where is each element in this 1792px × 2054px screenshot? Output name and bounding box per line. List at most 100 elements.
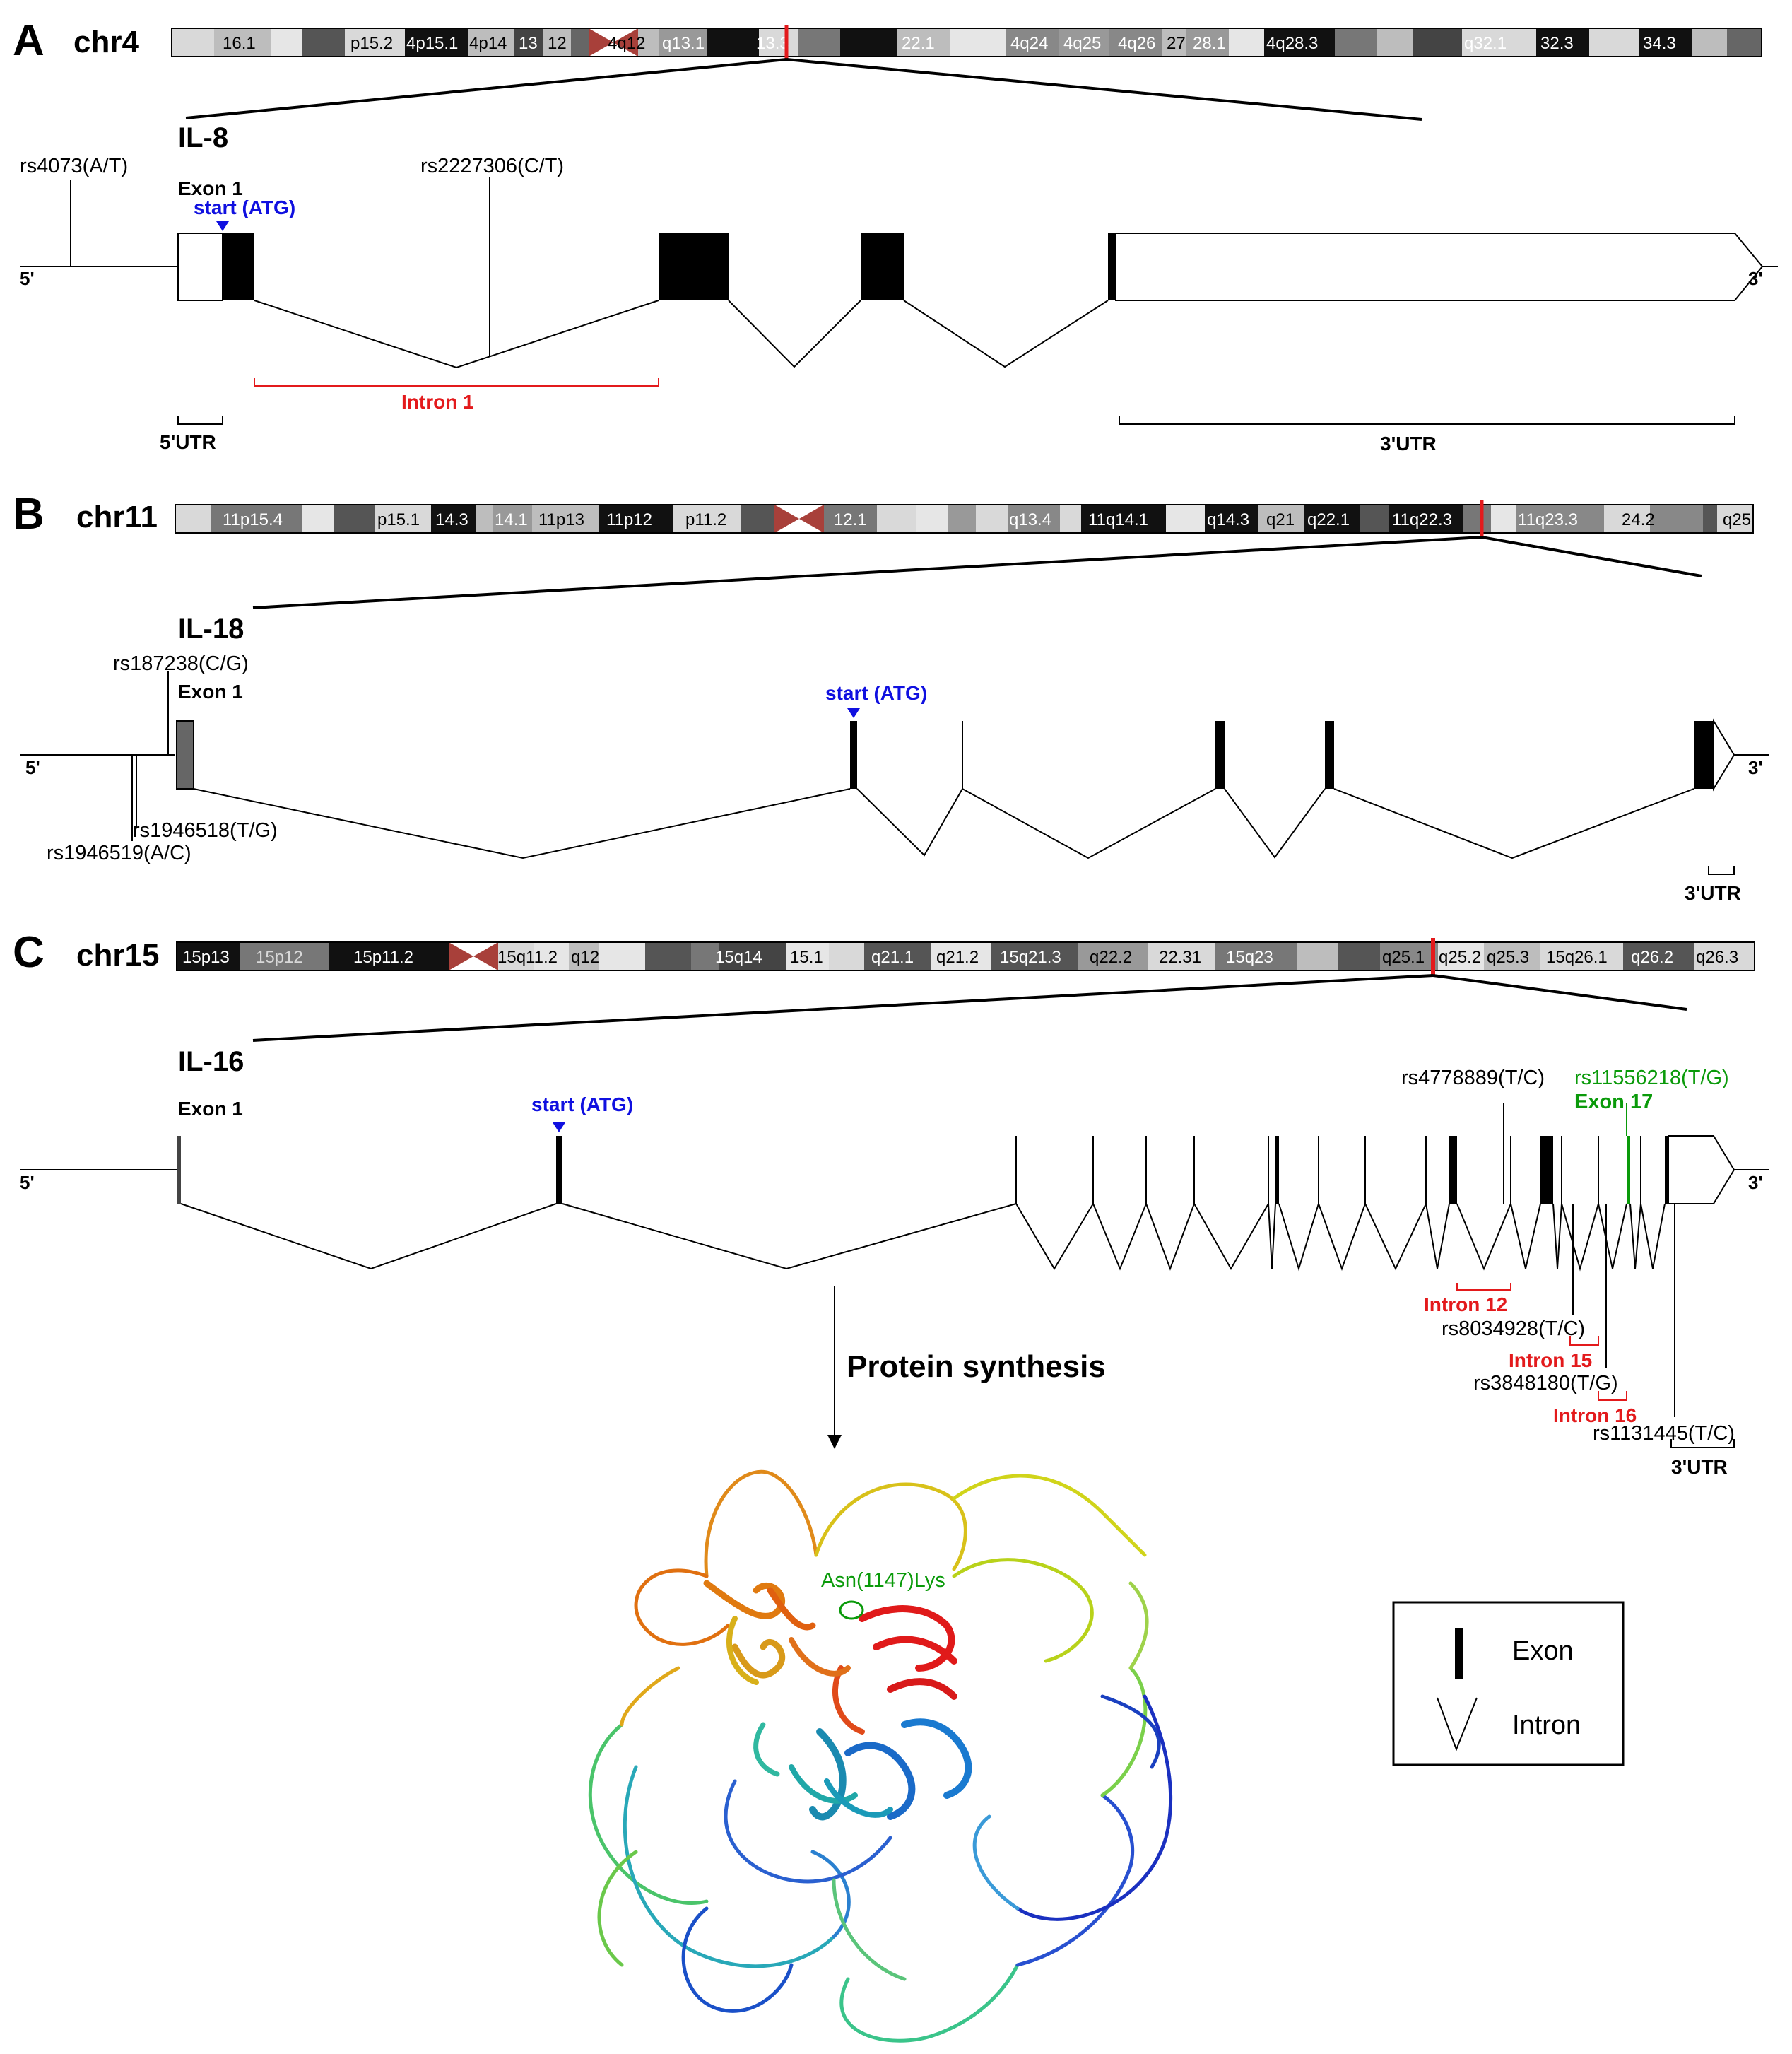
chr4-band: 32.3 xyxy=(1540,34,1574,53)
intron-line xyxy=(1333,788,1694,859)
chr4-band: 4q12 xyxy=(608,34,645,53)
start-codon-arrow xyxy=(847,708,860,718)
intron-line xyxy=(903,300,1109,368)
intron-line xyxy=(728,300,861,368)
chr15-band: 15q23 xyxy=(1226,948,1273,967)
legend: Exon Intron xyxy=(1392,1601,1625,1766)
chr11-band: q14.3 xyxy=(1207,510,1249,529)
chr4-band: 27 xyxy=(1167,34,1186,53)
exon-1-label: Exon 1 xyxy=(178,177,243,199)
chr4-band: q13.1 xyxy=(662,34,705,53)
mutation-site-marker xyxy=(839,1600,864,1620)
chr4-band: 4p14 xyxy=(469,34,507,53)
chr11-band: q22.1 xyxy=(1307,510,1350,529)
il18-exon-4 xyxy=(1215,721,1225,789)
chr11-band: 11p15.4 xyxy=(223,510,283,529)
5utr-label: 5'UTR xyxy=(160,431,216,453)
chr15-band: 15q26.1 xyxy=(1546,948,1608,967)
chr11-band: 11p13 xyxy=(538,510,584,529)
intron-line xyxy=(193,788,851,859)
intron-16-label: Intron 16 xyxy=(1553,1404,1637,1426)
il16-3utr-block xyxy=(1668,1135,1735,1204)
il8-exon-1 xyxy=(223,233,254,300)
panel-c-letter: C xyxy=(13,928,45,977)
chr4-band: 28.1 xyxy=(1193,34,1226,53)
chr4-band: 22.1 xyxy=(902,34,935,53)
zoom-line-left xyxy=(252,536,1482,609)
intron-16-bracket xyxy=(1598,1391,1627,1401)
chr11-band: 11q23.3 xyxy=(1518,510,1578,529)
chr15-band: q22.2 xyxy=(1090,948,1132,967)
chr11-band: p15.1 xyxy=(377,510,420,529)
intron-line xyxy=(962,788,1216,859)
il8-exon-2 xyxy=(659,233,729,300)
legend-intron-label: Intron xyxy=(1512,1710,1581,1740)
protein-section: Protein synthesis xyxy=(588,1286,1172,2043)
panel-b-letter: B xyxy=(13,490,45,539)
chr15-band: q26.2 xyxy=(1631,948,1673,967)
zoom-line-left xyxy=(185,58,787,119)
chr4-ideogram: 16.1 p15.2 4p15.1 4p14 13 12 4q12 q13.1 … xyxy=(171,25,1762,59)
chr4-band: 4q25 xyxy=(1063,34,1101,53)
zoom-line-right xyxy=(1432,974,1687,1011)
il8-3utr-block xyxy=(1115,233,1764,301)
il16-exon-17 xyxy=(1627,1136,1630,1204)
chr15-label: chr15 xyxy=(76,938,159,973)
chr4-band: 34.3 xyxy=(1643,34,1676,53)
chr4-band: 16.1 xyxy=(223,34,256,53)
il18-exon-2 xyxy=(850,721,857,789)
five-prime-label: 5' xyxy=(20,1172,35,1193)
chr11-band: 11q22.3 xyxy=(1392,510,1452,529)
il8-exon-4 xyxy=(1108,233,1116,300)
3utr-label: 3'UTR xyxy=(1685,882,1741,904)
chr15-band: q25.2 xyxy=(1439,948,1481,967)
snp-label: rs1131445(T/C) xyxy=(1593,1422,1735,1445)
intron-15-label: Intron 15 xyxy=(1509,1349,1592,1371)
il8-gene-structure xyxy=(20,177,1778,425)
zoom-line-right xyxy=(1481,536,1702,577)
3utr-label: 3'UTR xyxy=(1380,433,1437,454)
intron-line xyxy=(856,788,963,857)
intron-line xyxy=(1552,1203,1627,1272)
snp-label: rs187238(C/G) xyxy=(113,652,249,675)
5utr-bracket xyxy=(177,416,223,425)
il8-gene-label: IL-8 xyxy=(178,122,228,153)
chr15-band: 15.1 xyxy=(790,948,823,967)
chr11-band: 11p12 xyxy=(606,510,652,529)
chr11-label: chr11 xyxy=(76,500,158,534)
chr15-band: q25.3 xyxy=(1487,948,1529,967)
five-prime-label: 5' xyxy=(20,268,35,289)
intron-line xyxy=(1278,1201,1450,1272)
chr11-band: 12.1 xyxy=(834,510,867,529)
il8-5utr-block xyxy=(177,233,223,301)
intron-1-label: Intron 1 xyxy=(401,391,474,413)
panel-a-letter: A xyxy=(13,16,45,65)
protein-structure-image xyxy=(588,1469,1172,2043)
3utr-label: 3'UTR xyxy=(1671,1456,1728,1478)
chr15-band: 15p12 xyxy=(256,948,303,967)
chr15-ideogram: 15p13 15p12 15p11.2 15q11.2 q12 15q14 15… xyxy=(176,938,1755,975)
chr15-band: 15q21.3 xyxy=(1000,948,1061,967)
exon-1-label: Exon 1 xyxy=(178,681,243,703)
chr4-band: p15.2 xyxy=(350,34,393,53)
snp-label: rs2227306(C/T) xyxy=(420,155,564,177)
chr11-ideogram: 11p15.4 p15.1 14.3 14.1 11p13 11p12 p11.… xyxy=(175,500,1754,537)
il18-gene-label: IL-18 xyxy=(178,614,244,645)
chr11-band: 24.2 xyxy=(1622,510,1655,529)
exon-17-label: Exon 17 xyxy=(1574,1091,1653,1113)
mutation-label: Asn(1147)Lys xyxy=(821,1569,945,1592)
intron-line xyxy=(254,300,659,369)
start-codon-label: start (ATG) xyxy=(825,682,927,704)
il18-gene-structure xyxy=(20,671,1769,875)
zoom-line-left xyxy=(252,974,1434,1042)
chr15-band: q21.1 xyxy=(871,948,914,967)
il18-3utr-block xyxy=(1713,718,1735,792)
chr15-band: q26.3 xyxy=(1696,948,1738,967)
intron-legend-icon xyxy=(1437,1697,1478,1751)
intron-15-bracket xyxy=(1569,1336,1599,1346)
start-codon-label: start (ATG) xyxy=(194,196,295,218)
chr4-band: 13.3 xyxy=(756,34,789,53)
intron-12-label: Intron 12 xyxy=(1424,1293,1507,1315)
intron-1-bracket xyxy=(254,378,659,387)
